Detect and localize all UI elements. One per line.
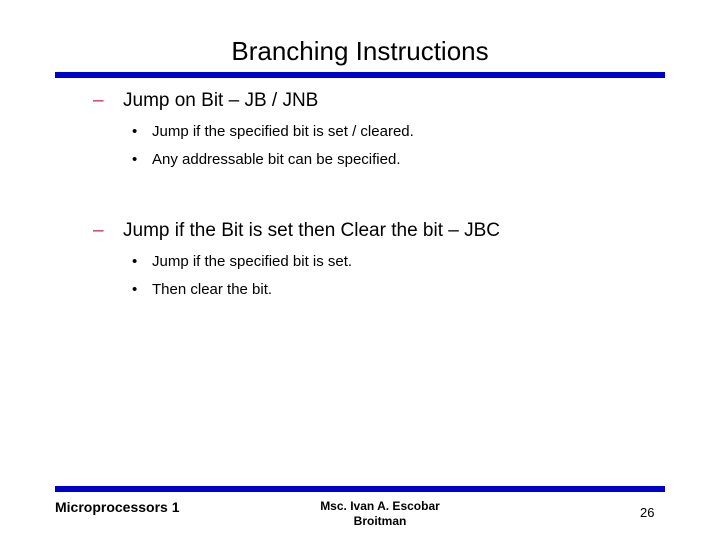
dot-bullet-icon: • xyxy=(132,281,138,298)
sub-bullet-list-2: • Jump if the specified bit is set. • Th… xyxy=(55,248,675,304)
list-item: • Jump if the specified bit is set. xyxy=(55,248,675,276)
footer-course-label: Microprocessors 1 xyxy=(55,499,180,515)
slide-page-number: 26 xyxy=(640,505,655,520)
sub-bullet-list-1: • Jump if the specified bit is set / cle… xyxy=(55,118,675,174)
list-item: • Jump if the specified bit is set / cle… xyxy=(55,118,675,146)
footer-author-line1: Msc. Ivan A. Escobar xyxy=(320,499,440,513)
dot-bullet-icon: • xyxy=(132,253,138,270)
dot-bullet-icon: • xyxy=(132,123,138,140)
bullet-level1-label-1: Jump on Bit – JB / JNB xyxy=(123,90,319,111)
sub-bullet-label: Jump if the specified bit is set. xyxy=(152,253,353,270)
dot-bullet-icon: • xyxy=(132,151,138,168)
bullet-level1-heading-1: – Jump on Bit – JB / JNB xyxy=(55,86,675,115)
bullet-group-1: – Jump on Bit – JB / JNB • Jump if the s… xyxy=(55,86,675,174)
footer-author-line2: Broitman xyxy=(353,514,407,528)
title-divider-rule xyxy=(55,72,665,78)
sub-bullet-label: Jump if the specified bit is set / clear… xyxy=(152,123,414,140)
bullet-group-2: – Jump if the Bit is set then Clear the … xyxy=(55,216,675,304)
sub-bullet-label: Then clear the bit. xyxy=(152,281,273,298)
dash-bullet-icon: – xyxy=(93,90,104,111)
footer-author: Msc. Ivan A. Escobar Broitman xyxy=(245,499,515,529)
footer-divider-rule xyxy=(55,486,665,492)
list-item: • Any addressable bit can be specified. xyxy=(55,146,675,174)
list-item: • Then clear the bit. xyxy=(55,276,675,304)
page-title: Branching Instructions xyxy=(231,36,489,66)
sub-bullet-label: Any addressable bit can be specified. xyxy=(152,151,401,168)
dash-bullet-icon: – xyxy=(93,220,104,241)
bullet-level1-label-2: Jump if the Bit is set then Clear the bi… xyxy=(123,220,501,241)
slide-body: – Jump on Bit – JB / JNB • Jump if the s… xyxy=(55,86,675,476)
bullet-level1-heading-2: – Jump if the Bit is set then Clear the … xyxy=(55,216,675,245)
